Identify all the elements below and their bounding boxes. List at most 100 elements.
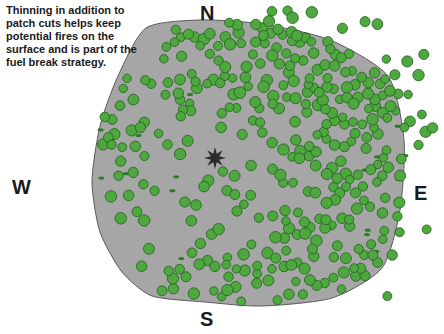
- tree-crown: [360, 196, 369, 205]
- tree-crown: [354, 244, 363, 253]
- tree-crown: [238, 249, 250, 261]
- tree-crown: [258, 81, 270, 93]
- tree-crown: [344, 215, 353, 224]
- tree-crown: [222, 260, 231, 269]
- compass-south: S: [200, 308, 213, 330]
- compass-north: N: [200, 2, 214, 24]
- tree-crown: [268, 265, 276, 273]
- tree-crown: [299, 263, 310, 274]
- tree-crown: [288, 75, 299, 86]
- tree-crown: [183, 29, 193, 39]
- tree-crown: [366, 165, 376, 175]
- burst-symbol: [204, 147, 226, 169]
- tree-crown: [164, 266, 173, 275]
- tree-crown: [290, 116, 301, 127]
- tree-crown: [282, 49, 291, 58]
- tree-crown: [267, 137, 277, 147]
- tree-crown: [175, 264, 185, 274]
- tree-crown: [222, 284, 233, 295]
- tree-crown: [320, 104, 330, 114]
- tree-crown: [115, 156, 125, 166]
- tree-crown: [107, 140, 116, 149]
- tree-crown: [171, 25, 180, 34]
- tree-crown: [307, 244, 317, 254]
- tree-crown: [395, 170, 406, 181]
- tree-crown: [390, 70, 400, 80]
- tree-crown: [224, 272, 234, 282]
- small-tree-mark: [98, 128, 104, 131]
- tree-crown: [241, 61, 252, 72]
- tree-crown: [128, 94, 139, 105]
- tree-crown: [254, 213, 263, 222]
- tree-crown: [321, 215, 331, 225]
- tree-crown: [191, 200, 202, 211]
- tree-crown: [275, 169, 286, 180]
- tree-crown: [168, 283, 178, 293]
- tree-crown: [341, 67, 351, 77]
- tree-crown: [358, 120, 367, 129]
- tree-crown: [225, 18, 234, 27]
- tree-crown: [163, 140, 173, 150]
- tree-crown: [115, 213, 127, 225]
- tree-crown: [123, 74, 131, 82]
- tree-crown: [379, 235, 388, 244]
- tree-crown: [287, 12, 299, 24]
- tree-crown: [385, 101, 396, 112]
- tree-crown: [383, 162, 394, 173]
- tree-crown: [259, 31, 269, 41]
- small-tree-mark: [169, 189, 175, 192]
- tree-crown: [306, 7, 318, 19]
- tree-crown: [310, 160, 321, 171]
- tree-crown: [263, 16, 274, 27]
- small-tree-mark: [98, 176, 104, 179]
- tree-crown: [400, 123, 409, 132]
- tree-crown: [329, 273, 338, 282]
- tree-crown: [367, 114, 378, 125]
- tree-crown: [381, 193, 390, 202]
- tree-crown: [321, 168, 332, 179]
- tree-crown: [239, 265, 250, 276]
- tree-crown: [338, 267, 349, 278]
- note-text: Thinning in addition to patch cuts helps…: [6, 4, 154, 69]
- tree-crown: [130, 141, 141, 152]
- tree-crown: [187, 248, 197, 258]
- tree-crown: [377, 208, 388, 219]
- tree-crown: [313, 130, 321, 138]
- tree-crown: [210, 287, 219, 296]
- tree-crown: [194, 259, 205, 270]
- tree-crown: [273, 24, 283, 34]
- tree-crown: [341, 253, 352, 264]
- tree-crown: [170, 38, 179, 47]
- center-star: [204, 147, 226, 169]
- compass-east: E: [414, 182, 427, 204]
- tree-crown: [154, 129, 163, 138]
- tree-crown: [298, 290, 307, 299]
- tree-crown: [132, 207, 142, 217]
- small-tree-mark: [136, 134, 142, 137]
- tree-crown: [342, 182, 351, 191]
- tree-crown: [351, 203, 362, 214]
- tree-crown: [150, 186, 159, 195]
- tree-crown: [329, 140, 340, 151]
- tree-crown: [270, 231, 281, 242]
- tree-crown: [385, 85, 396, 96]
- tree-crown: [216, 79, 225, 88]
- tree-crown: [339, 113, 347, 121]
- tree-crown: [383, 113, 392, 122]
- tree-crown: [210, 261, 220, 271]
- tree-crown: [180, 197, 190, 207]
- tree-crown: [213, 41, 222, 50]
- tree-crown: [175, 74, 186, 85]
- tree-crown: [199, 181, 210, 192]
- tree-crown: [240, 200, 249, 209]
- tree-crown: [349, 118, 358, 127]
- tree-crown: [237, 129, 247, 139]
- tree-crown: [337, 23, 347, 33]
- tree-crown: [294, 153, 305, 164]
- tree-crown: [232, 206, 242, 216]
- tree-crown: [253, 261, 262, 270]
- tree-crown: [268, 99, 277, 108]
- tree-crown: [195, 238, 205, 248]
- tree-crown: [246, 190, 256, 200]
- tree-crown: [419, 49, 429, 59]
